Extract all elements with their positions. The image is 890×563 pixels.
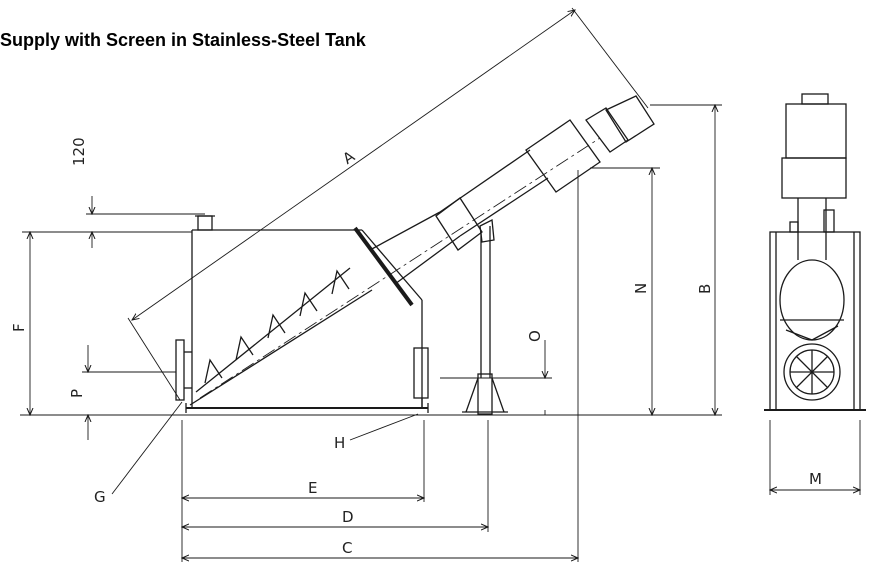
dim-label-b: B xyxy=(696,284,714,294)
support-leg xyxy=(462,218,508,415)
dim-label-m: M xyxy=(809,470,822,488)
dim-label-o: O xyxy=(526,330,544,342)
dim-label-d: D xyxy=(342,508,354,526)
dim-label-f: F xyxy=(10,323,28,332)
dimension-lines xyxy=(22,7,860,562)
tank-front-view xyxy=(764,93,866,411)
dim-label-a: A xyxy=(339,147,358,168)
dim-label-120: 120 xyxy=(70,137,88,166)
tank-side-view xyxy=(175,215,429,413)
dim-label-h: H xyxy=(334,434,345,452)
dim-label-e: E xyxy=(308,479,317,497)
dim-label-g: G xyxy=(94,488,106,506)
dim-label-n: N xyxy=(632,283,650,294)
dim-label-p: P xyxy=(68,389,86,398)
dim-label-c: C xyxy=(342,539,352,557)
